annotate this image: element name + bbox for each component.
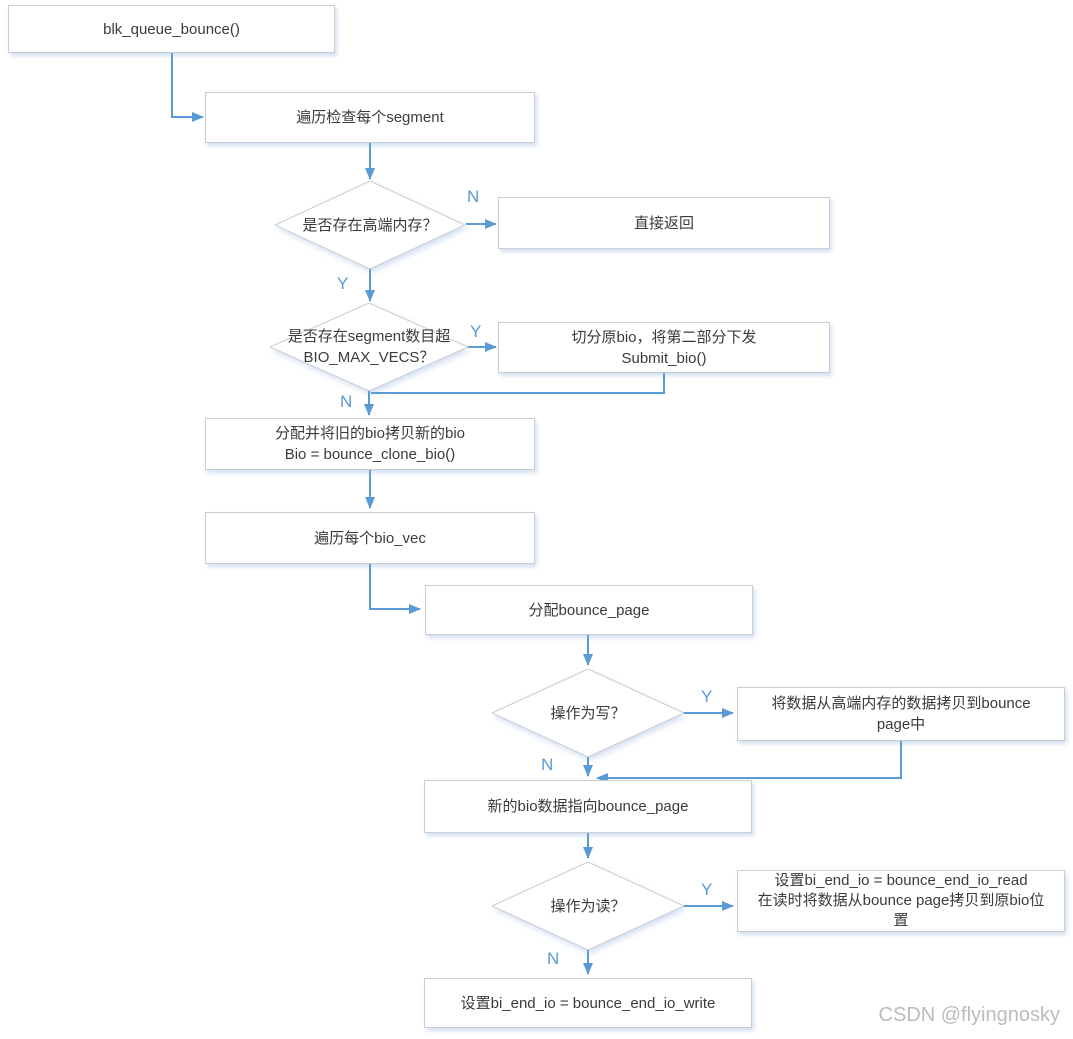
node-iterate-bio-vec: 遍历每个bio_vec xyxy=(205,512,535,564)
branch-label-read-yes: Y xyxy=(701,880,713,899)
node-clone-bio-label: 分配并将旧的bio拷贝新的bio Bio = bounce_clone_bio(… xyxy=(274,425,466,463)
node-iterate-segments: 遍历检查每个segment xyxy=(205,92,535,143)
node-copy-to-bounce-page: 将数据从高端内存的数据拷贝到bounce page中 xyxy=(737,687,1065,741)
connector-iterate-bio-vec-to-alloc-bounce-page xyxy=(369,564,421,614)
node-start-label: blk_queue_bounce() xyxy=(103,20,240,38)
node-set-bi-end-io-read: 设置bi_end_io = bounce_end_io_read 在读时将数据从… xyxy=(737,870,1065,932)
branch-label-exceeds-yes: Y xyxy=(470,322,482,341)
node-is-read-decision: 操作为读？ xyxy=(492,862,684,950)
branch-label-highmem-yes: Y xyxy=(337,274,349,293)
node-alloc-bounce-page: 分配bounce_page xyxy=(425,585,753,635)
node-split-bio: 切分原bio，将第二部分下发 Submit_bio() xyxy=(498,322,830,373)
node-is-write-label: 操作为写？ xyxy=(550,704,626,722)
node-alloc-bounce-page-label: 分配bounce_page xyxy=(528,601,650,619)
node-direct-return-label: 直接返回 xyxy=(633,214,694,232)
node-copy-to-bounce-page-label: 将数据从高端内存的数据拷贝到bounce page中 xyxy=(771,695,1031,733)
diamond-shape xyxy=(275,181,465,269)
node-bio-points-bounce-page: 新的bio数据指向bounce_page xyxy=(424,780,752,833)
connector-copy-to-bounce-page-return xyxy=(596,741,902,783)
node-set-bi-end-io-write: 设置bi_end_io = bounce_end_io_write xyxy=(424,978,752,1028)
node-clone-bio: 分配并将旧的bio拷贝新的bio Bio = bounce_clone_bio(… xyxy=(205,418,535,470)
node-is-write-decision: 操作为写？ xyxy=(492,669,684,757)
diamond-shape xyxy=(270,303,468,391)
branch-label-write-no: N xyxy=(541,755,554,774)
node-direct-return: 直接返回 xyxy=(498,197,830,249)
node-bio-points-bounce-page-label: 新的bio数据指向bounce_page xyxy=(487,798,689,815)
node-set-bi-end-io-write-label: 设置bi_end_io = bounce_end_io_write xyxy=(460,994,716,1012)
branch-label-exceeds-no: N xyxy=(340,392,353,411)
node-is-read-label: 操作为读？ xyxy=(550,897,626,915)
branch-label-write-yes: Y xyxy=(701,687,713,706)
node-segment-exceeds-label: 是否存在segment数目超 BIO_MAX_VECS？ xyxy=(287,328,451,366)
node-split-bio-label: 切分原bio，将第二部分下发 Submit_bio() xyxy=(571,328,757,367)
node-has-highmem-label: 是否存在高端内存？ xyxy=(302,216,438,234)
node-iterate-segments-label: 遍历检查每个segment xyxy=(296,109,444,126)
node-iterate-bio-vec-label: 遍历每个bio_vec xyxy=(314,529,426,547)
node-set-bi-end-io-read-label: 设置bi_end_io = bounce_end_io_read 在读时将数据从… xyxy=(757,872,1045,929)
node-start: blk_queue_bounce() xyxy=(8,5,335,53)
branch-label-highmem-no: N xyxy=(467,187,480,206)
connector-start-to-iterate-segments xyxy=(171,53,204,122)
branch-label-read-no: N xyxy=(547,949,560,968)
node-has-highmem-decision: 是否存在高端内存？ xyxy=(275,181,465,269)
csdn-watermark: CSDN @flyingnosky xyxy=(878,1004,1060,1026)
connector-split-bio-return xyxy=(371,373,665,394)
diamond-shape xyxy=(492,862,684,950)
node-segment-exceeds-decision: 是否存在segment数目超 BIO_MAX_VECS？ xyxy=(270,303,468,391)
diamond-shape xyxy=(492,669,684,757)
